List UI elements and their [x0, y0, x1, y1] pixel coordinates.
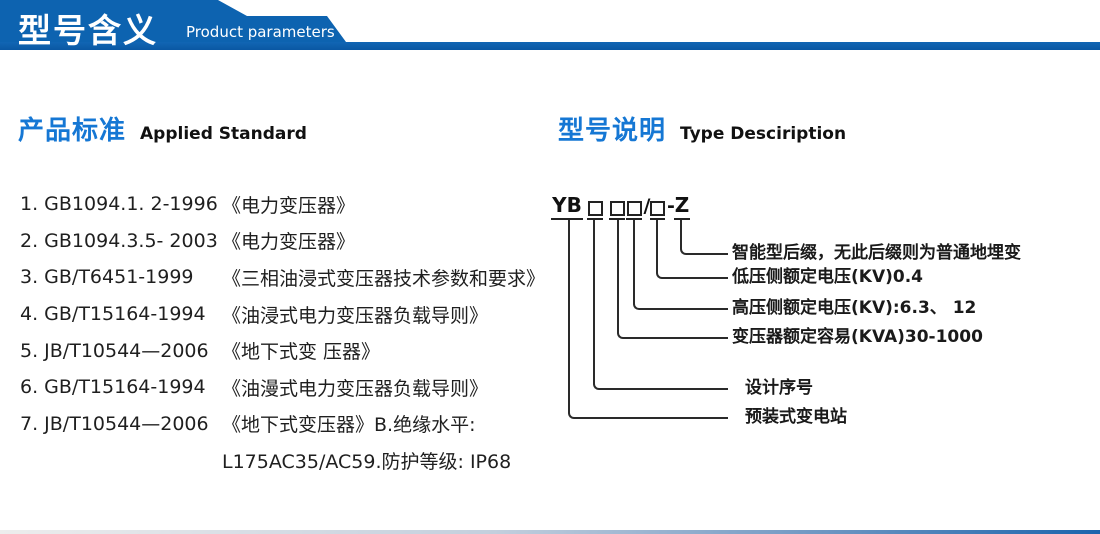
standard-code: 2. GB1094.3.5- 2003 [20, 229, 218, 252]
diagram-label-hv-voltage: 高压侧额定电压(KV):6.3、 12 [732, 298, 977, 318]
connector-line [568, 220, 728, 419]
list-item: L175AC35/AC59.防护等级: IP68 [20, 442, 550, 479]
standards-title-en: Applied Standard [140, 124, 307, 144]
model-code-dash: - [667, 195, 675, 217]
diagram-label-design-serial: 设计序号 [745, 378, 813, 398]
list-item: 6. GB/T15164-1994 《油漫式电力变压器负载导则》 [20, 369, 550, 406]
list-item: 3. GB/T6451-1999 《三相油浸式变压器技术参数和要求》 [20, 259, 550, 296]
standard-name: 《电力变压器》 [222, 194, 356, 217]
standard-code: 4. GB/T15164-1994 [20, 303, 206, 326]
model-code-slash: / [643, 195, 651, 217]
standards-list: 1. GB1094.1. 2-1996 《电力变压器》 2. GB1094.3.… [20, 186, 550, 479]
model-title-en: Type Desciription [680, 124, 847, 144]
standard-name: 《地下式变压器》B.绝缘水平: [222, 414, 476, 437]
list-item: 7. JB/T10544—2006 《地下式变压器》B.绝缘水平: [20, 406, 550, 443]
standard-code: 1. GB1094.1. 2-1996 [20, 193, 218, 216]
standard-name: 《电力变压器》 [222, 231, 356, 254]
standard-name: 《油浸式电力变压器负载导则》 [222, 304, 489, 327]
diagram-label-capacity: 变压器额定容易(KVA)30-1000 [732, 327, 983, 347]
list-item: 2. GB1094.3.5- 2003 《电力变压器》 [20, 223, 550, 260]
model-code-suffix: Z [674, 193, 690, 220]
placeholder-box-icon [609, 193, 625, 220]
model-title-zh: 型号说明 [558, 116, 667, 146]
standards-title-zh: 产品标准 [18, 116, 127, 146]
bottom-gradient-bar [0, 530, 1100, 534]
list-item: 1. GB1094.1. 2-1996 《电力变压器》 [20, 186, 550, 223]
connector-line [633, 220, 728, 310]
diagram-label-smart-suffix: 智能型后缀，无此后缀则为普通地埋变 [732, 243, 1021, 263]
standard-name: L175AC35/AC59.防护等级: IP68 [222, 450, 512, 473]
list-item: 4. GB/T15164-1994 《油浸式电力变压器负载导则》 [20, 296, 550, 333]
connector-line [593, 220, 728, 390]
placeholder-box-icon [587, 193, 603, 220]
connector-line [680, 220, 728, 255]
diagram-label-substation: 预装式变电站 [745, 407, 847, 427]
page-subtitle: Product parameters [186, 23, 335, 41]
placeholder-box-icon [650, 193, 665, 220]
list-item: 5. JB/T10544—2006 《地下式变 压器》 [20, 332, 550, 369]
standard-code: 6. GB/T15164-1994 [20, 376, 206, 399]
standard-name: 《地下式变 压器》 [222, 341, 381, 364]
standard-name: 《三相油浸式变压器技术参数和要求》 [222, 267, 546, 290]
placeholder-box-icon [626, 193, 642, 220]
diagram-label-lv-voltage: 低压侧额定电压(KV)0.4 [732, 267, 923, 287]
standard-name: 《油漫式电力变压器负载导则》 [222, 377, 489, 400]
standard-code: 5. JB/T10544—2006 [20, 339, 209, 362]
model-code-prefix: YB [551, 193, 583, 220]
connector-line [656, 220, 728, 279]
connector-line [617, 220, 728, 339]
standard-code: 3. GB/T6451-1999 [20, 266, 194, 289]
page-title: 型号含义 [18, 11, 158, 50]
standards-section-title: 产品标准 Applied Standard [18, 110, 307, 147]
model-section-title: 型号说明 Type Desciription [558, 110, 846, 147]
standard-code: 7. JB/T10544—2006 [20, 412, 209, 435]
header-stripe [0, 42, 1100, 50]
